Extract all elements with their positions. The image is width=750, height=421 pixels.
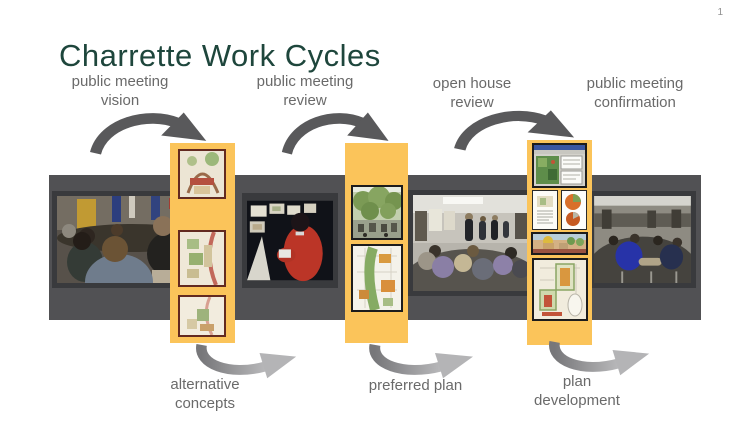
page-number: 1 bbox=[717, 7, 723, 18]
open-house-audience-photo bbox=[408, 190, 536, 296]
photo-4-image bbox=[594, 196, 691, 283]
pinup-review-red-jacket-photo bbox=[242, 193, 338, 288]
label-open-house-review: open house review bbox=[432, 75, 512, 111]
photo-2-image bbox=[247, 200, 333, 282]
label-alternative-concepts: alternative concepts bbox=[170, 376, 240, 412]
slide-title: Charrette Work Cycles bbox=[59, 38, 381, 73]
pie-charts bbox=[561, 190, 587, 230]
land-use-plan bbox=[351, 244, 403, 312]
concept-sketch-3 bbox=[178, 295, 226, 337]
public-meeting-audience-photo bbox=[589, 191, 696, 288]
gis-software-screenshot bbox=[532, 143, 587, 188]
vision-concept-strip bbox=[170, 143, 235, 343]
photo-3-image bbox=[413, 195, 531, 291]
label-preferred-plan: preferred plan bbox=[368, 377, 463, 394]
label-public-meeting-vision: public meeting vision bbox=[71, 73, 169, 109]
report-page bbox=[532, 190, 558, 230]
cycle-arrow-down-2 bbox=[281, 112, 389, 155]
label-plan-development: plan development bbox=[534, 373, 620, 409]
cycle-arrow-down-3 bbox=[454, 110, 575, 151]
streetscape-rendering bbox=[351, 185, 403, 240]
preferred-plan-strip bbox=[345, 143, 408, 343]
plan-development-strip bbox=[527, 140, 592, 345]
village-rendering bbox=[531, 232, 588, 255]
label-public-meeting-review: public meeting review bbox=[256, 73, 354, 109]
cycle-arrow-up-2 bbox=[369, 344, 473, 379]
illustrative-plan bbox=[532, 258, 588, 321]
concept-sketch-2 bbox=[178, 230, 226, 287]
cycle-arrow-up-3 bbox=[549, 341, 650, 376]
label-public-meeting-confirmation: public meeting confirmation bbox=[586, 75, 684, 111]
cycle-arrow-down-1 bbox=[90, 112, 207, 155]
concept-sketch-1 bbox=[178, 149, 226, 199]
cycle-arrow-up-1 bbox=[196, 344, 297, 379]
